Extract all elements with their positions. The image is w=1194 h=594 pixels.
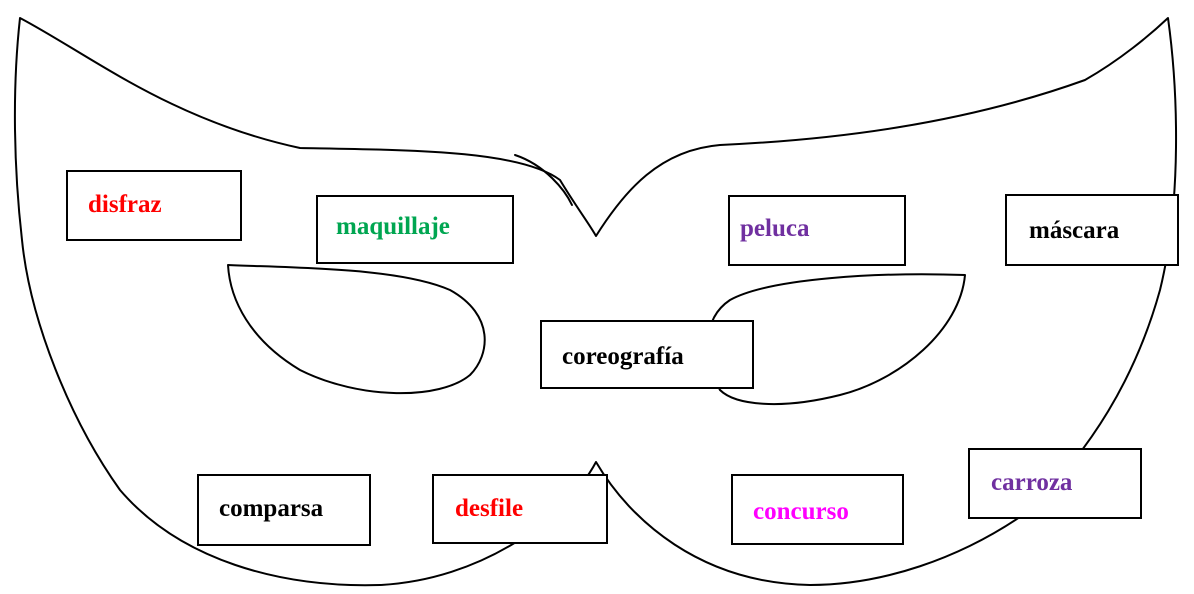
- word-box-maquillaje: maquillaje: [316, 195, 514, 264]
- word-mascara: máscara: [1029, 217, 1120, 244]
- word-box-carroza: carroza: [968, 448, 1142, 519]
- word-coreografia: coreografía: [562, 343, 684, 370]
- mask-outer-outline: [13, 17, 1178, 587]
- left-eye-hole: [227, 264, 486, 395]
- word-desfile: desfile: [455, 495, 524, 522]
- right-eye-hole: [707, 273, 966, 406]
- word-maquillaje: maquillaje: [336, 213, 450, 240]
- word-box-comparsa: comparsa: [197, 474, 371, 546]
- word-box-disfraz: disfraz: [66, 170, 242, 241]
- word-comparsa: comparsa: [219, 495, 324, 522]
- word-box-desfile: desfile: [432, 474, 608, 544]
- word-concurso: concurso: [753, 498, 849, 525]
- word-disfraz: disfraz: [88, 191, 162, 218]
- word-box-mascara: máscara: [1005, 194, 1179, 266]
- word-box-concurso: concurso: [731, 474, 904, 545]
- word-peluca: peluca: [740, 215, 810, 242]
- word-box-peluca: peluca: [728, 195, 906, 266]
- word-box-coreografia: coreografía: [540, 320, 754, 389]
- mask-brow-line: [514, 154, 573, 206]
- word-carroza: carroza: [991, 469, 1073, 496]
